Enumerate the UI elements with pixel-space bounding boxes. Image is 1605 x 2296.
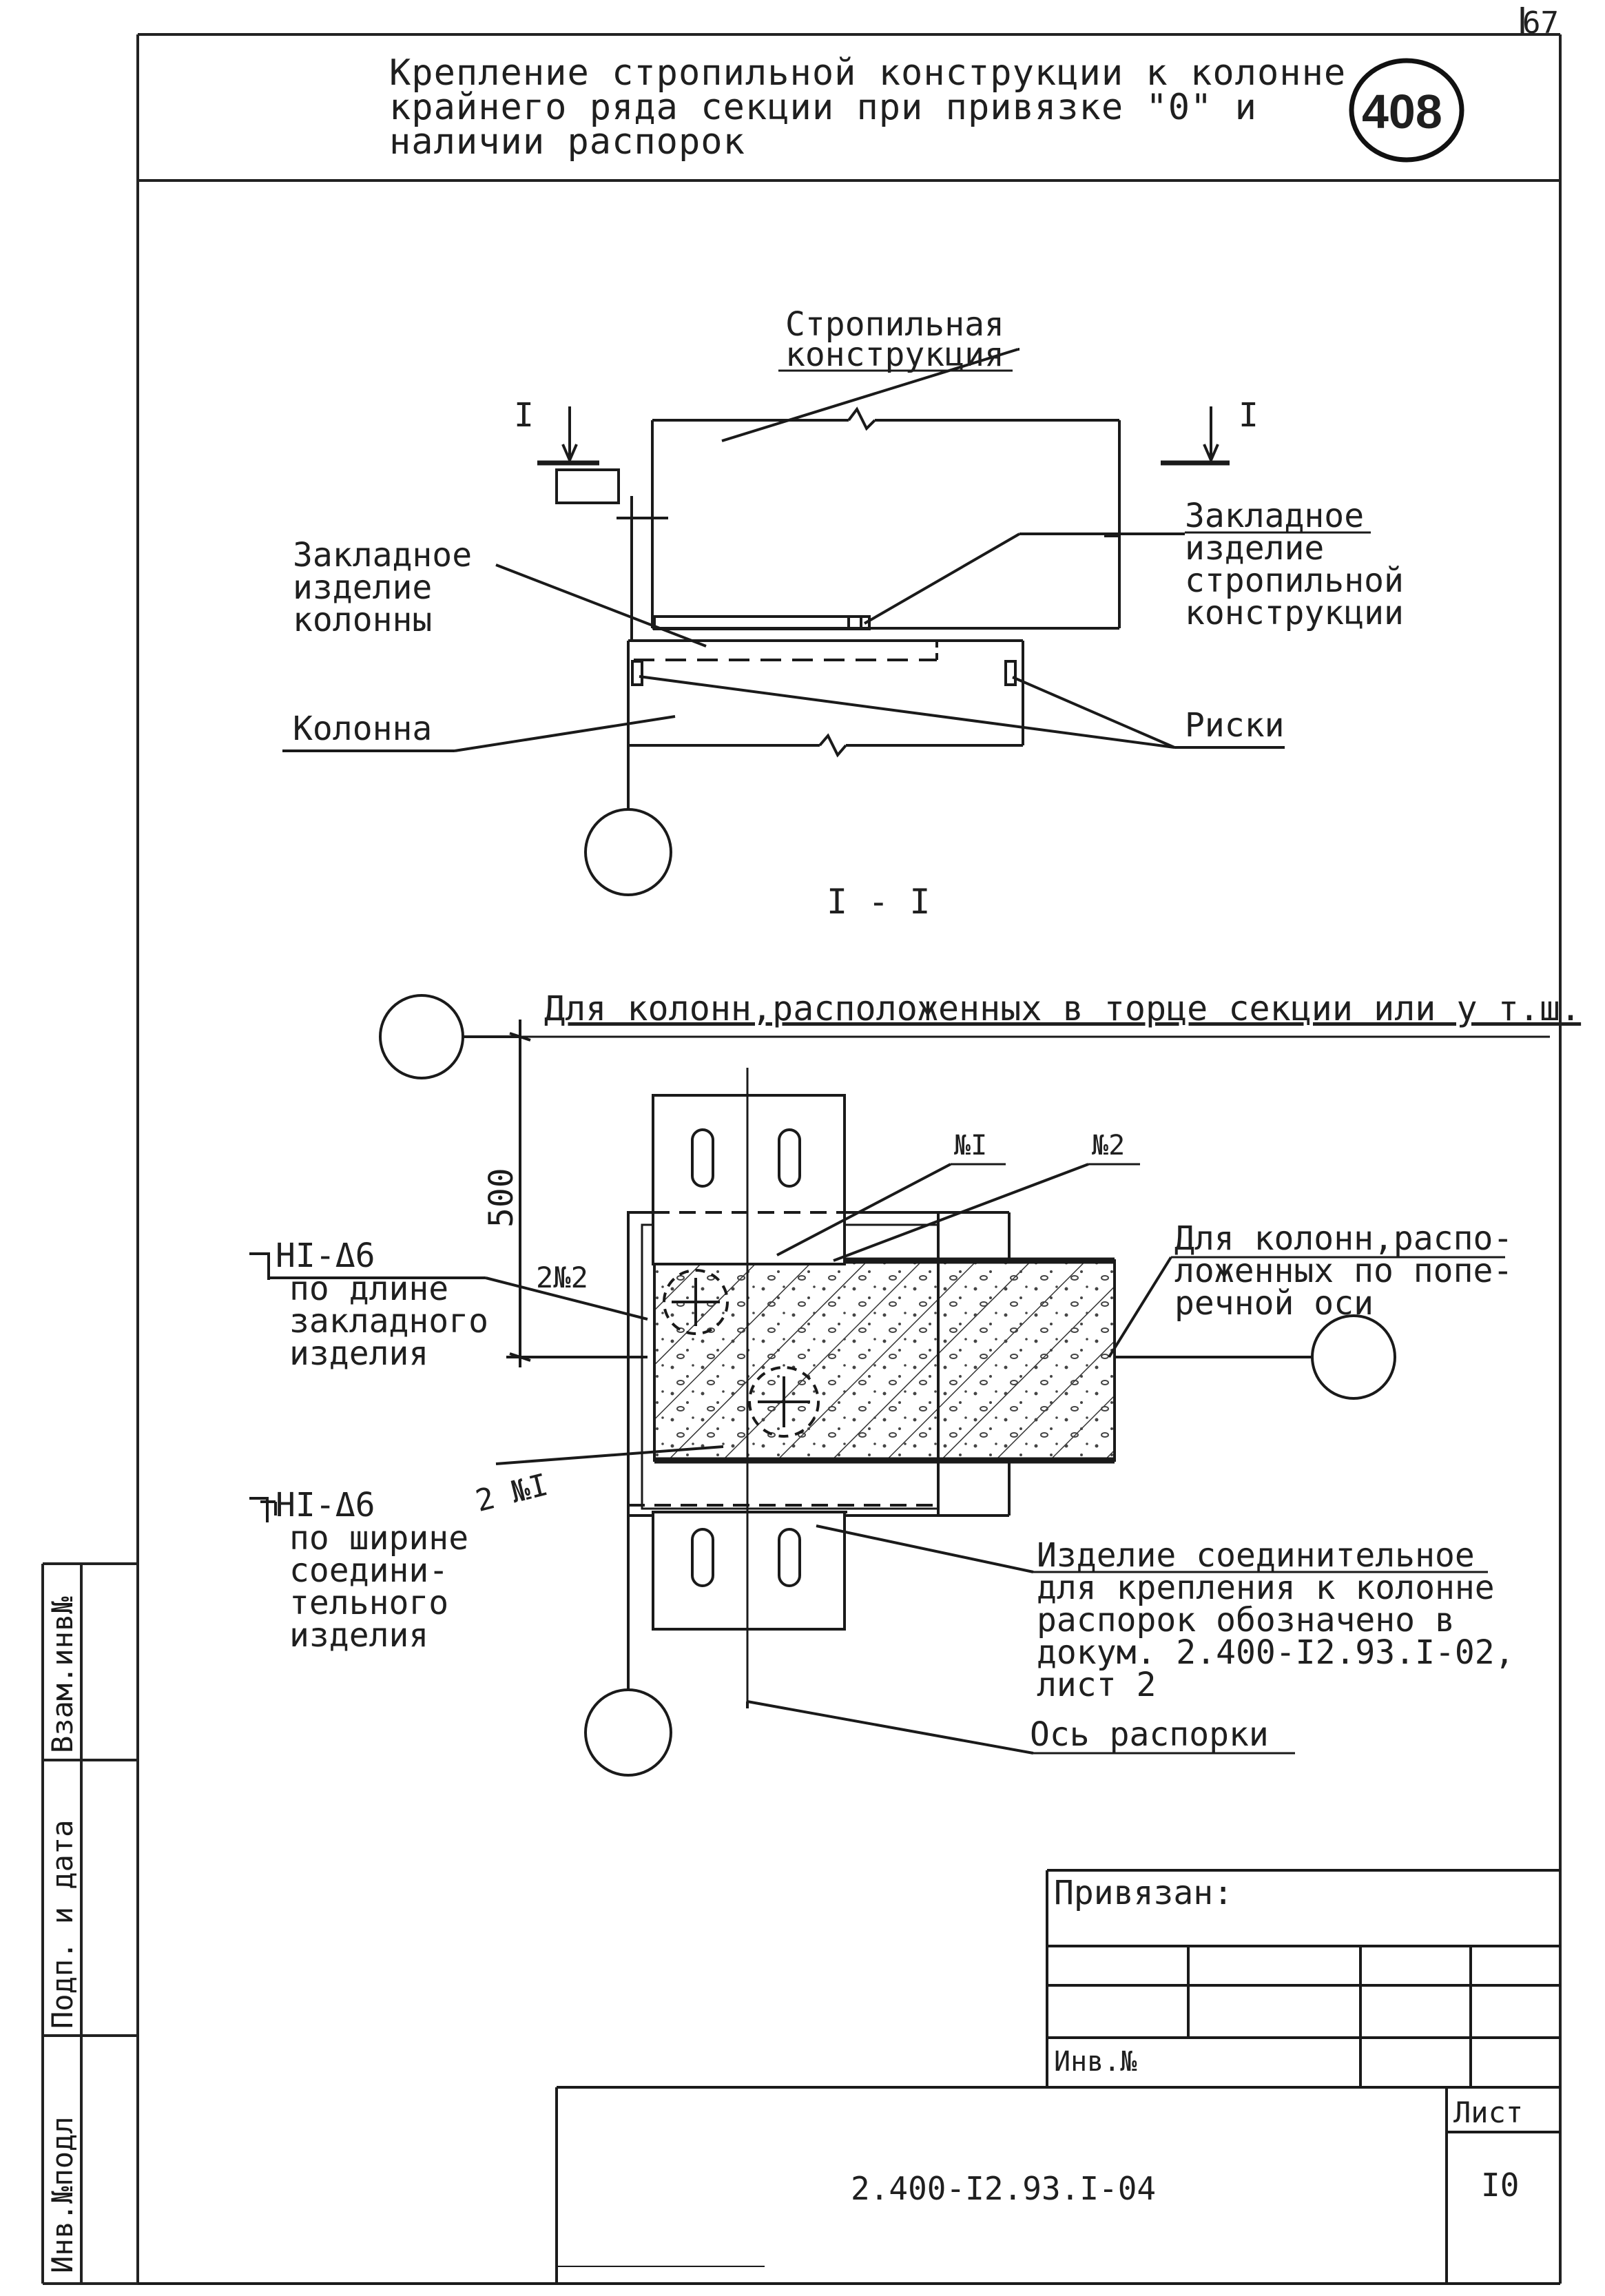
connector-note-2: для крепления к колонне <box>1037 1569 1495 1607</box>
sheet-number: I0 <box>1481 2166 1520 2204</box>
strut-axis-label: Ось распорки <box>1030 1715 1269 1754</box>
weld-2-note-3: тельного <box>289 1584 449 1622</box>
connector-note-5: лист 2 <box>1037 1666 1157 1704</box>
drawing-number-frame <box>1349 58 1464 163</box>
item-1-mark: №I <box>954 1130 988 1161</box>
sheet-frame <box>136 7 1562 2284</box>
title-line-1: Крепление стропильной конструкции к коло… <box>389 52 1347 94</box>
weld-2-note-2: соедини- <box>289 1551 449 1590</box>
inv-label: Инв.№ <box>1054 2046 1137 2078</box>
sheet-label: Лист <box>1453 2096 1524 2129</box>
weld-1-note-1: по длине <box>289 1270 449 1308</box>
dimension-500: 500 <box>482 1168 521 1228</box>
rafter-label-1: Стропильная <box>785 305 1004 344</box>
section-view <box>260 994 1550 1777</box>
rafter-embed-label-2: изделие <box>1185 529 1325 568</box>
section-marker-left: I <box>514 396 534 435</box>
item-2-mark: №2 <box>1092 1130 1126 1161</box>
end-columns-note: Для колонн,расположенных в торце секции … <box>544 989 1582 1028</box>
doc-code: 2.400-I2.93.I-04 <box>851 2170 1157 2207</box>
weld-2-note-4: изделия <box>289 1616 429 1655</box>
left-strip <box>41 1562 138 2285</box>
weld-2-note-1: по ширине <box>289 1519 469 1558</box>
elevation-view <box>282 348 1371 896</box>
weld-1-note-3: изделия <box>289 1334 429 1373</box>
section-title: I - I <box>827 882 931 922</box>
weld-1-note-2: закладного <box>289 1302 488 1341</box>
connector-note-4: докум. 2.400-I2.93.I-02, <box>1037 1633 1515 1672</box>
sheet-corner-number: 67 <box>1522 6 1559 41</box>
weld-symbol-flags <box>249 1252 270 1522</box>
column-embed-label-1: Закладное <box>293 536 473 575</box>
title-line-2: крайнего ряда секции при привязке "0" и <box>389 87 1257 128</box>
marks-label: Риски <box>1185 706 1285 745</box>
title-line-3: наличии распорок <box>389 121 745 163</box>
rafter-embed-label-3: стропильной <box>1185 561 1404 600</box>
column-embed-label-2: изделие <box>293 568 433 607</box>
strip-sign-date: Подп. и дата <box>45 1819 79 2029</box>
rafter-embed-label-1: Закладное <box>1185 497 1365 535</box>
transverse-note-2: ложенных по попе- <box>1174 1252 1513 1290</box>
connector-note-1: Изделие соединительное <box>1037 1536 1475 1575</box>
rafter-label-2: конструкция <box>785 335 1004 374</box>
side-mark: 2№2 <box>536 1261 588 1294</box>
weld-1-symbol: HI-Δ6 <box>276 1237 375 1275</box>
column-embed-label-3: колонны <box>293 601 433 639</box>
title-block <box>138 1869 1560 2285</box>
column-label: Колонна <box>293 710 433 748</box>
drawing-number: 408 <box>1362 85 1442 138</box>
strip-vzam-inv: Взам.инв№ <box>45 1596 79 1753</box>
transverse-note-1: Для колонн,распо- <box>1174 1219 1513 1258</box>
weld-2-symbol: HI-Δ6 <box>276 1486 375 1524</box>
transverse-note-3: речной оси <box>1174 1284 1374 1323</box>
rafter-embed-label-4: конструкции <box>1185 594 1404 632</box>
strip-inv-podl: Инв.№подл <box>45 2116 79 2273</box>
section-marker-right: I <box>1239 396 1259 435</box>
bound-label: Привязан: <box>1054 1874 1234 1912</box>
connector-note-3: распорок обозначено в <box>1037 1601 1455 1640</box>
